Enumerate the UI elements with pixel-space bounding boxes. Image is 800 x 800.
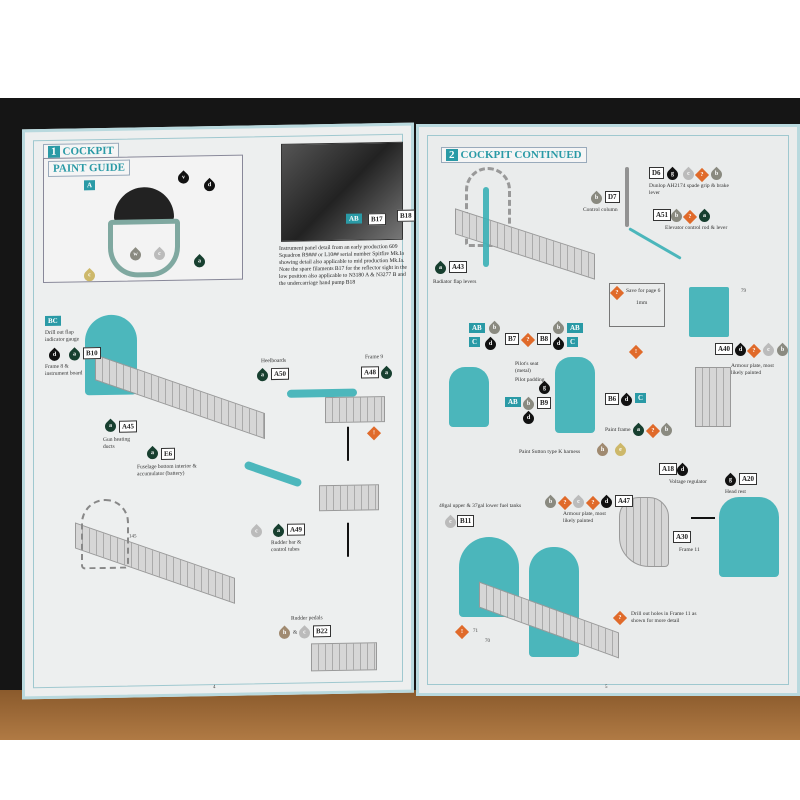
table-surface: [0, 690, 800, 740]
paint-drop: h: [594, 442, 611, 459]
paint-drop: b: [588, 190, 605, 207]
question-icon: ?: [520, 332, 536, 348]
paint-drop: d: [598, 494, 615, 511]
paint-drop-d: d: [201, 177, 218, 194]
save-note-box: ? Save for page 6 1mm: [609, 283, 665, 327]
paint-drop: b: [658, 422, 675, 439]
paint-drop: g: [536, 380, 553, 397]
paint-drop: d: [618, 392, 635, 409]
question-icon: ?: [645, 423, 661, 439]
question-icon: ?: [609, 285, 625, 301]
question-icon: ?: [557, 495, 573, 511]
paint-drop: c: [570, 494, 587, 511]
paint-drop: a: [696, 208, 713, 225]
frame-9-part: [325, 396, 385, 424]
paint-guide-title: PAINT GUIDE: [48, 159, 131, 177]
panel-frame: [108, 218, 180, 278]
paint-drop: b: [550, 320, 567, 337]
question-icon: ?: [682, 209, 698, 225]
paint-drop: c: [442, 514, 459, 531]
paint-drop-v: v: [175, 170, 192, 186]
paint-drop: c: [760, 342, 777, 359]
question-icon: ?: [585, 495, 601, 511]
paint-drop: a: [630, 422, 647, 439]
seat-frame: [695, 367, 731, 427]
paint-drop: b: [486, 320, 503, 337]
frame-8-assembled: [81, 498, 129, 570]
cockpit-photo: AB B17: [281, 141, 403, 242]
paint-drop: g: [664, 166, 681, 183]
paint-drop: g: [722, 472, 739, 489]
seat-part: [555, 357, 595, 433]
seat-assembly: [719, 497, 779, 577]
armour-plate-part: [689, 287, 729, 337]
frame-assembly: [319, 484, 379, 512]
paint-drop: b: [708, 166, 725, 183]
arrow-down: [347, 426, 349, 461]
paint-drop-e: c: [81, 267, 98, 284]
question-icon: ?: [612, 610, 628, 626]
paint-drop: d: [674, 462, 691, 479]
arrow-down: [347, 522, 349, 557]
rudder-pedal-assembly: [311, 642, 377, 672]
paint-drop: d: [482, 336, 499, 353]
question-icon: ?: [746, 343, 762, 359]
paint-drop: b: [774, 342, 791, 359]
paint-drop: a: [432, 260, 449, 277]
seat-part: [449, 367, 489, 427]
tag-b18: B18: [397, 209, 415, 222]
control-column-part: [483, 187, 489, 267]
photo-caption: Instrument panel detail from an early pr…: [279, 243, 407, 287]
paint-drop: d: [550, 336, 567, 353]
question-icon: ?: [694, 167, 710, 183]
paint-drop: e: [612, 442, 629, 459]
warning-icon: !: [628, 344, 644, 360]
paint-drop: d: [520, 410, 537, 427]
warning-icon: !: [454, 624, 470, 640]
paint-drop-a: a: [191, 254, 208, 270]
panel-tag: A: [84, 180, 96, 191]
instrument-panel: [114, 186, 174, 222]
paint-guide: PAINT GUIDE A v d a w c c: [43, 154, 243, 284]
arrow-right: [691, 517, 715, 519]
control-column: [625, 167, 629, 227]
frame-11-part: [619, 497, 669, 567]
